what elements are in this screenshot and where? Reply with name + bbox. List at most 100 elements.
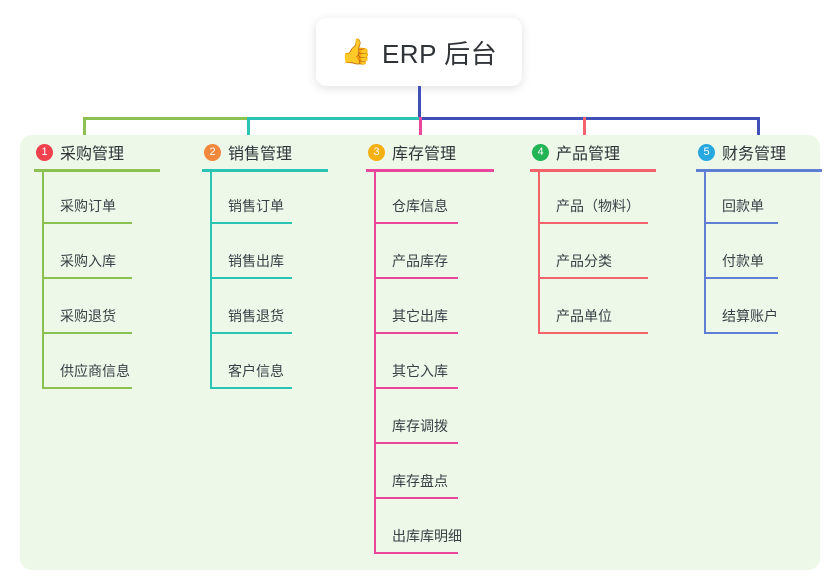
branch-item-label: 产品（物料） — [556, 198, 640, 214]
connector-drop-2 — [247, 117, 250, 146]
branch-item-rule — [538, 222, 648, 224]
connector-drop-3 — [419, 117, 422, 146]
branch-item[interactable]: 产品单位 — [538, 279, 648, 334]
branch-item[interactable]: 产品（物料） — [538, 169, 648, 224]
branch-item[interactable]: 回款单 — [704, 169, 778, 224]
branch-header-rule-4 — [530, 169, 656, 172]
branch-item-rule — [538, 332, 648, 334]
branch-item-label: 仓库信息 — [392, 198, 448, 214]
branch-title-4: 产品管理 — [556, 146, 621, 163]
branch-header-3[interactable]: 3 库存管理 — [352, 135, 522, 169]
connector-bar-segment-2 — [247, 117, 419, 120]
branch-item[interactable]: 销售订单 — [210, 169, 292, 224]
branch-item-rule — [210, 387, 292, 389]
branch-item[interactable]: 其它出库 — [374, 279, 458, 334]
branch-item-rule — [210, 277, 292, 279]
branch-item-label: 库存调拨 — [392, 418, 448, 434]
connector-bar-segment-1 — [83, 117, 247, 120]
branch-header-4[interactable]: 4 产品管理 — [516, 135, 681, 169]
branch-item-label: 回款单 — [722, 198, 764, 214]
branch-item-rule — [42, 387, 132, 389]
branch-column-3: 3 库存管理仓库信息产品库存其它出库其它入库库存调拨库存盘点出库库明细 — [352, 135, 522, 554]
branch-item-label: 客户信息 — [228, 363, 284, 379]
branch-item-label: 结算账户 — [722, 308, 778, 324]
branch-item-rule — [704, 332, 778, 334]
branch-item-rule — [374, 387, 458, 389]
branch-title-3: 库存管理 — [392, 146, 457, 163]
branch-spine-2 — [210, 169, 212, 389]
branches-panel: 1 采购管理采购订单采购入库采购退货供应商信息 2 销售管理销售订单销售出库销售退货客… — [20, 135, 822, 570]
branch-item-label: 采购退货 — [60, 308, 116, 324]
branch-badge-4: 4 — [532, 143, 549, 161]
branch-item[interactable]: 采购入库 — [42, 224, 132, 279]
branch-title-1: 采购管理 — [60, 146, 125, 163]
branch-item[interactable]: 销售出库 — [210, 224, 292, 279]
branch-spine-3 — [374, 169, 376, 554]
branch-item[interactable]: 库存盘点 — [374, 444, 458, 499]
branch-item-label: 销售订单 — [228, 198, 284, 214]
branch-badge-2: 2 — [204, 143, 221, 161]
branch-item[interactable]: 其它入库 — [374, 334, 458, 389]
branch-item-label: 其它入库 — [392, 363, 448, 379]
branch-item-rule — [704, 277, 778, 279]
branch-item[interactable]: 付款单 — [704, 224, 778, 279]
branch-item-label: 出库库明细 — [392, 528, 462, 544]
branch-item-label: 产品单位 — [556, 308, 612, 324]
branch-item[interactable]: 产品库存 — [374, 224, 458, 279]
branch-column-1: 1 采购管理采购订单采购入库采购退货供应商信息 — [20, 135, 180, 389]
branch-item[interactable]: 供应商信息 — [42, 334, 132, 389]
branch-item[interactable]: 采购订单 — [42, 169, 132, 224]
root-node-erp-backend[interactable]: 👍 ERP 后台 — [316, 18, 522, 86]
branch-column-5: 5 财务管理回款单付款单结算账户 — [682, 135, 822, 334]
branch-badge-5: 5 — [698, 143, 715, 161]
branch-badge-1: 1 — [36, 143, 53, 161]
connector-drop-1 — [83, 117, 86, 146]
branch-spine-4 — [538, 169, 540, 334]
branch-column-4: 4 产品管理产品（物料） 产品分类产品单位 — [516, 135, 681, 334]
branch-item-label: 采购入库 — [60, 253, 116, 269]
branch-header-rule-3 — [366, 169, 494, 172]
connector-bar-segment-3 — [419, 117, 758, 120]
branch-item-rule — [374, 442, 458, 444]
branch-item[interactable]: 销售退货 — [210, 279, 292, 334]
branch-spine-5 — [704, 169, 706, 334]
branch-item[interactable]: 结算账户 — [704, 279, 778, 334]
branch-item-label: 产品库存 — [392, 253, 448, 269]
branch-badge-3: 3 — [368, 143, 385, 161]
root-trunk-line — [418, 86, 421, 119]
branch-item-label: 采购订单 — [60, 198, 116, 214]
branch-item-rule — [42, 277, 132, 279]
root-node-title: ERP 后台 — [381, 38, 498, 69]
branch-header-2[interactable]: 2 销售管理 — [188, 135, 348, 169]
connector-drop-4 — [583, 117, 586, 146]
branch-header-rule-5 — [696, 169, 822, 172]
branch-item-label: 其它出库 — [392, 308, 448, 324]
branch-item[interactable]: 仓库信息 — [374, 169, 458, 224]
branch-title-2: 销售管理 — [228, 146, 293, 163]
branch-item-rule — [538, 277, 648, 279]
branch-item[interactable]: 产品分类 — [538, 224, 648, 279]
branch-header-rule-2 — [202, 169, 328, 172]
branch-item-rule — [374, 222, 458, 224]
branch-item-rule — [704, 222, 778, 224]
branch-item[interactable]: 库存调拨 — [374, 389, 458, 444]
branch-item-label: 供应商信息 — [60, 363, 130, 379]
branch-title-5: 财务管理 — [722, 146, 787, 163]
branch-item-rule — [42, 332, 132, 334]
branch-item-rule — [42, 222, 132, 224]
branch-item-rule — [210, 332, 292, 334]
branch-item[interactable]: 出库库明细 — [374, 499, 462, 554]
branch-item-label: 销售退货 — [228, 308, 284, 324]
branch-item-label: 销售出库 — [228, 253, 284, 269]
branch-item-rule — [374, 552, 458, 554]
branch-item[interactable]: 采购退货 — [42, 279, 132, 334]
branch-item-rule — [210, 222, 292, 224]
branch-header-5[interactable]: 5 财务管理 — [682, 135, 822, 169]
branch-item-rule — [374, 497, 458, 499]
branch-header-1[interactable]: 1 采购管理 — [20, 135, 180, 169]
branch-column-2: 2 销售管理销售订单销售出库销售退货客户信息 — [188, 135, 348, 389]
thumbs-up-icon: 👍 — [340, 37, 372, 66]
connector-drop-5 — [757, 117, 760, 146]
branch-item[interactable]: 客户信息 — [210, 334, 292, 389]
